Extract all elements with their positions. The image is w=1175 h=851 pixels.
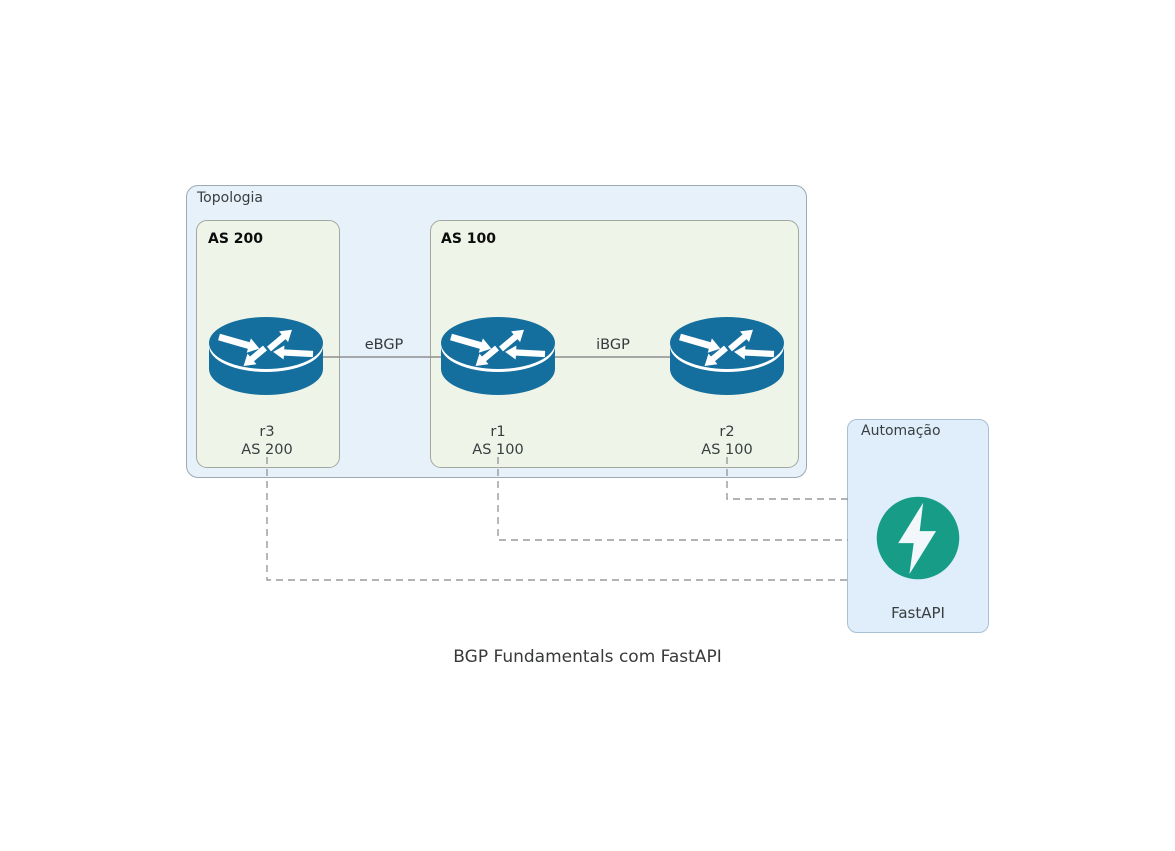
as100-label: AS 100 xyxy=(441,231,497,247)
router-r2-icon xyxy=(667,316,787,398)
router-r3-as: AS 200 xyxy=(241,441,293,458)
router-r2-as: AS 100 xyxy=(701,441,753,458)
fastapi-icon xyxy=(876,496,960,580)
topologia-label: Topologia xyxy=(197,190,264,206)
fastapi-node-label: FastAPI xyxy=(891,604,945,622)
router-r3-icon xyxy=(206,316,326,398)
diagram-title: BGP Fundamentals com FastAPI xyxy=(453,647,722,667)
automacao-label: Automação xyxy=(861,423,941,439)
ibgp-link-label: iBGP xyxy=(596,337,630,353)
as200-label: AS 200 xyxy=(208,231,264,247)
router-r2-label: r2 AS 100 xyxy=(657,424,797,459)
router-r1-name: r1 xyxy=(490,424,506,440)
router-r1-as: AS 100 xyxy=(472,441,524,458)
router-r2-name: r2 xyxy=(719,424,735,440)
router-r1-label: r1 AS 100 xyxy=(428,424,568,459)
router-r3-name: r3 xyxy=(259,424,275,440)
router-r3-label: r3 AS 200 xyxy=(197,424,337,459)
lightning-bolt-icon xyxy=(898,502,937,575)
ebgp-link-label: eBGP xyxy=(364,337,404,353)
router-r1-icon xyxy=(438,316,558,398)
